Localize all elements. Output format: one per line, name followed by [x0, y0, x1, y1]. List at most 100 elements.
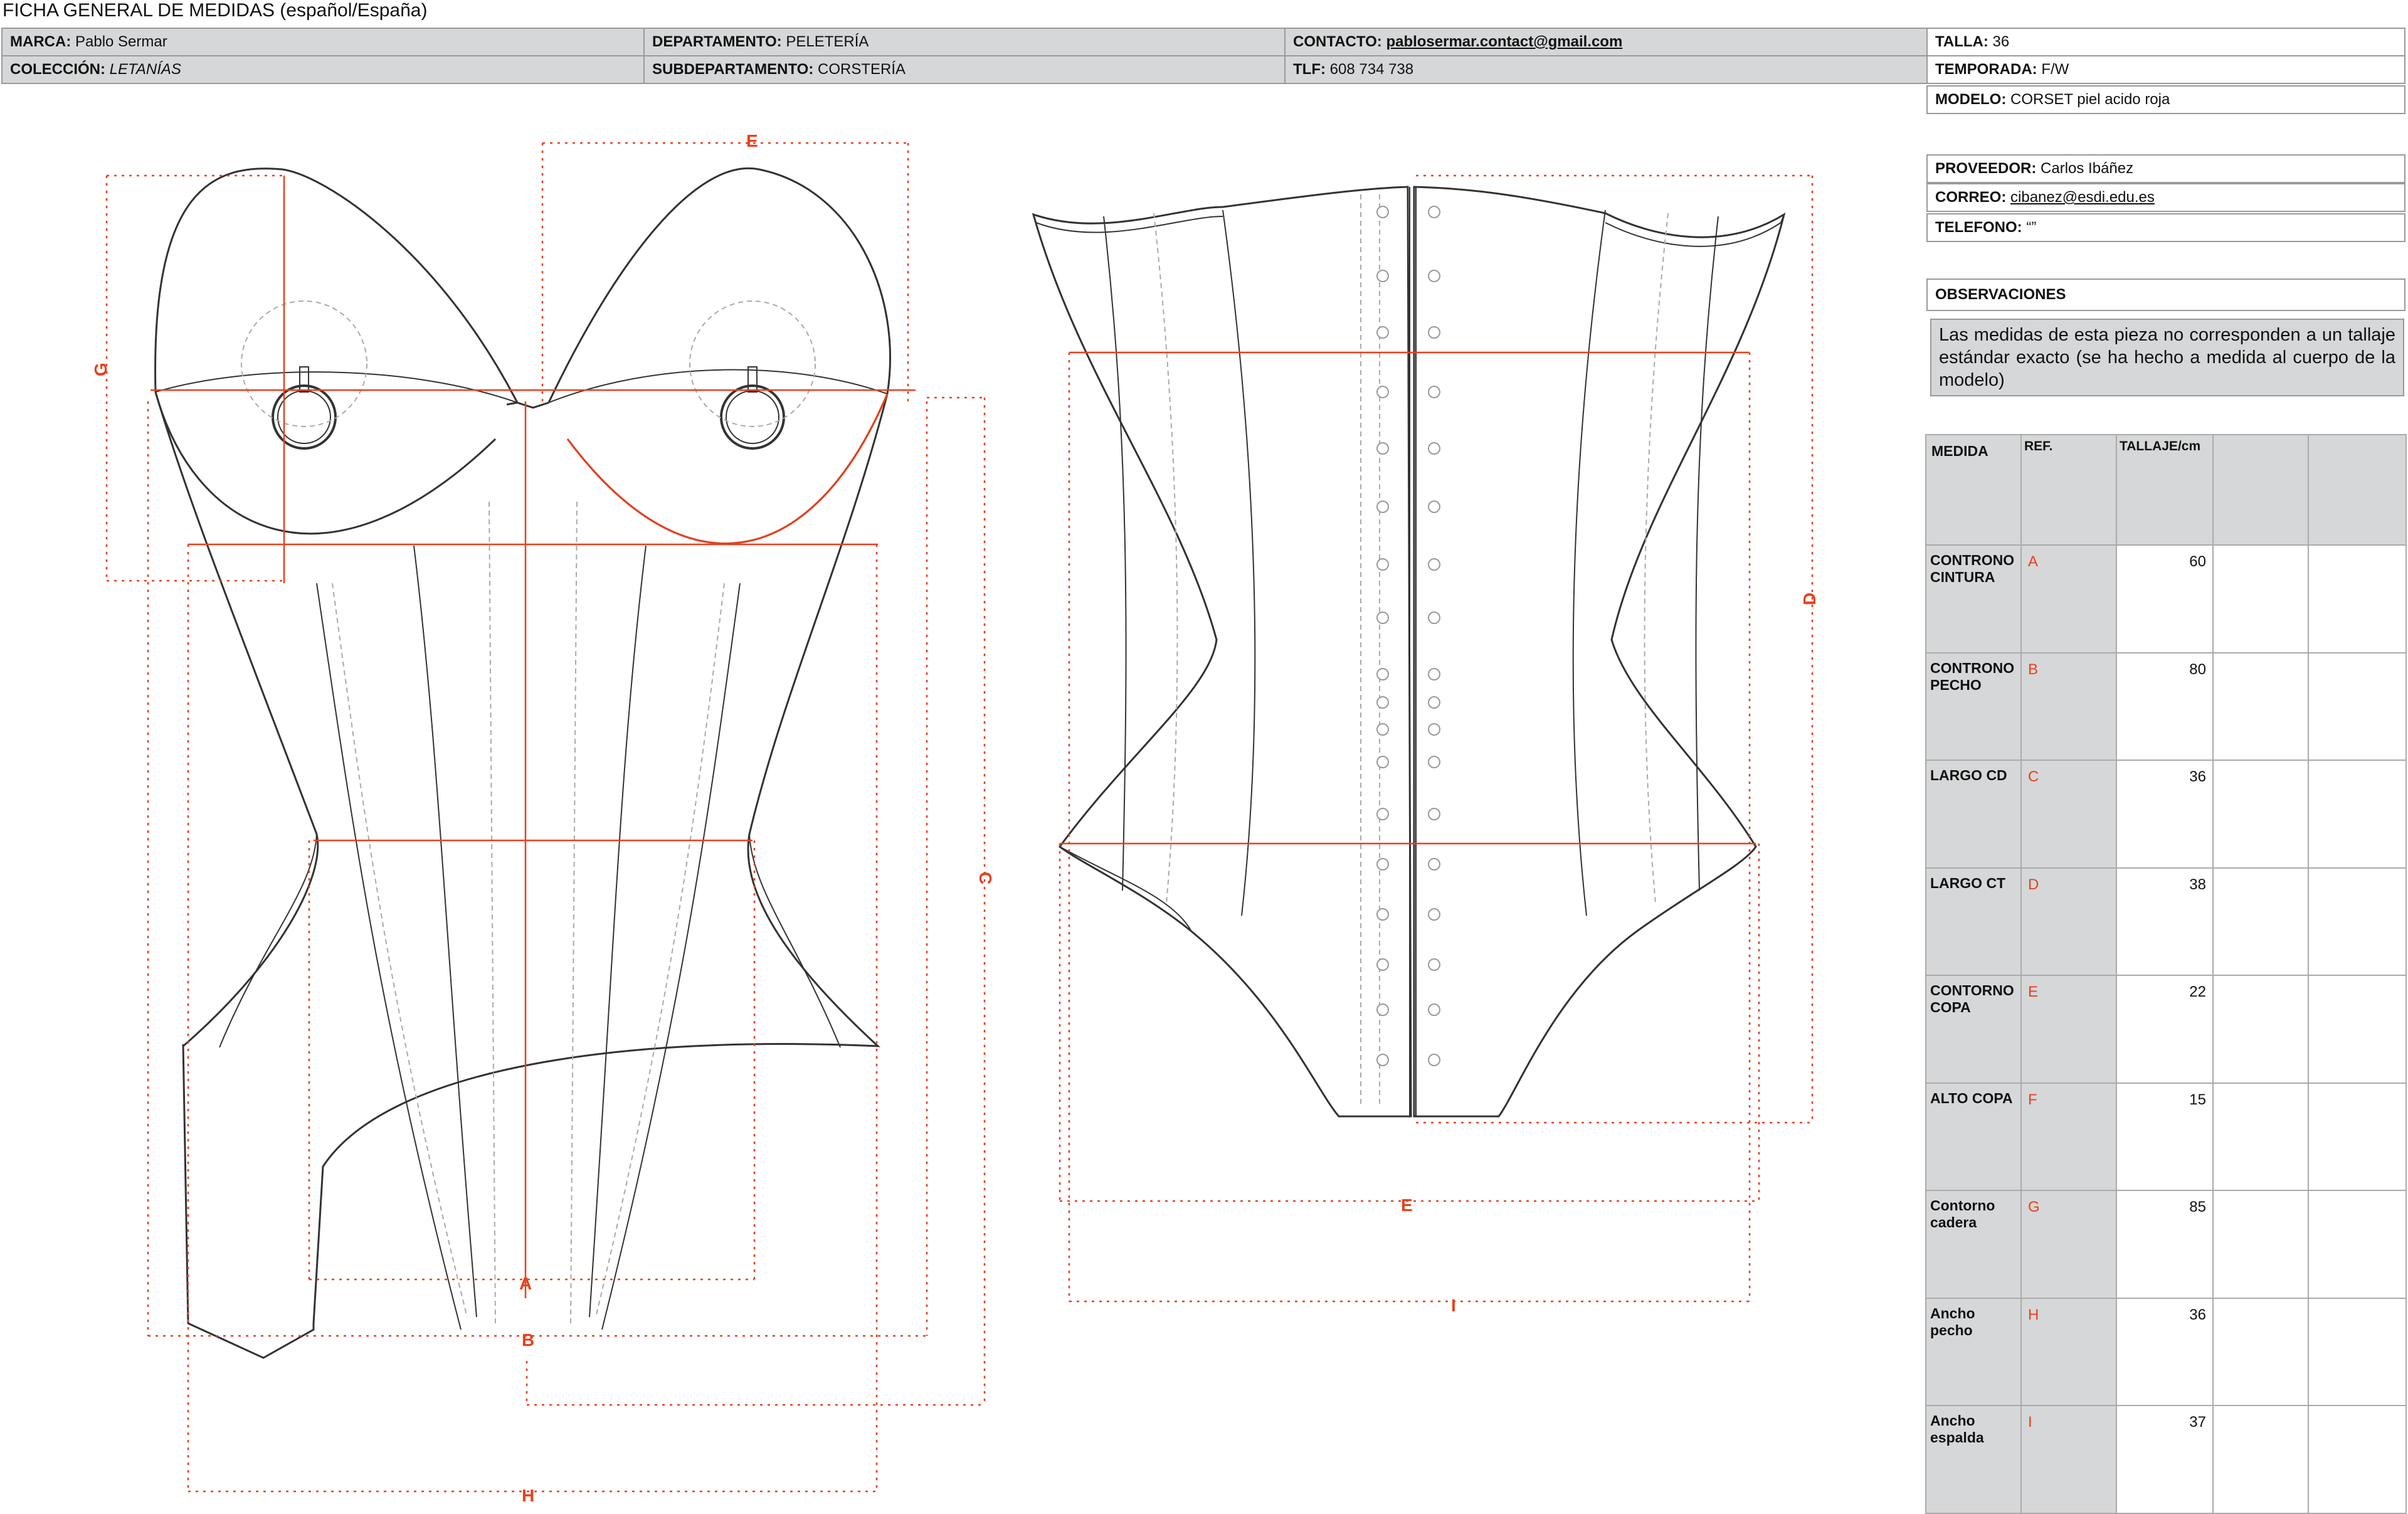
table-header-cell	[2020, 434, 2117, 546]
modelo-label: MODELO:	[1935, 91, 2007, 108]
table-row-medida: LARGO CD	[1930, 767, 2007, 783]
front-measure-lines	[105, 142, 986, 1493]
contacto-cell: CONTACTO: pablosermar.contact@gmail.com	[1284, 28, 1928, 56]
eyelet	[1428, 500, 1440, 513]
table-row-medida-cell	[1925, 1190, 2022, 1299]
table-row-medida: LARGO CT	[1930, 874, 2006, 891]
back-eyelets	[1376, 206, 1440, 1066]
table-row-empty-cell	[2212, 1190, 2309, 1299]
proveedor-cell: PROVEEDOR: Carlos Ibáñez	[1926, 154, 2405, 183]
table-row-ref: E	[2028, 983, 2039, 1000]
table-row-value: 38	[2189, 876, 2206, 893]
temporada-value: F/W	[2041, 61, 2069, 78]
talla-value: 36	[1992, 33, 2010, 50]
table-row-medida-cell	[1925, 1405, 2022, 1514]
eyelet	[1428, 206, 1440, 218]
label-h: H	[522, 1486, 534, 1505]
table-header-medida: MEDIDA	[1931, 443, 1988, 459]
eyelet	[1376, 1003, 1389, 1016]
table-header-tallaje: TALLAJE/cm	[2120, 439, 2201, 453]
table-row-ref: F	[2028, 1091, 2037, 1108]
eyelet	[1428, 958, 1440, 971]
departamento-cell: DEPARTAMENTO: PELETERÍA	[643, 28, 1286, 56]
temporada-label: TEMPORADA:	[1935, 61, 2037, 78]
departamento-value: PELETERÍA	[786, 33, 869, 50]
label-i: I	[1451, 1296, 1456, 1315]
modelo-value: CORSET piel acido roja	[2010, 91, 2170, 108]
marca-value: Pablo Sermar	[75, 33, 167, 50]
back-measure-labels: D E I	[1401, 593, 1819, 1315]
talla-label: TALLA:	[1935, 33, 1988, 50]
label-b: B	[522, 1330, 534, 1350]
table-row-empty-cell	[2212, 1082, 2309, 1191]
subdepartamento-cell: SUBDEPARTAMENTO: CORSTERÍA	[643, 55, 1286, 84]
table-row-ref: B	[2028, 660, 2039, 678]
label-d: D	[1800, 593, 1819, 605]
table-row-medida: ALTO COPA	[1930, 1089, 2013, 1106]
correo-email-link[interactable]: cibanez@esdi.edu.es	[2010, 189, 2155, 206]
eyelet	[1376, 326, 1389, 339]
table-row-ref: G	[2028, 1199, 2040, 1215]
table-row-empty-cell	[2212, 975, 2309, 1084]
talla-cell: TALLA: 36	[1926, 28, 2405, 56]
eyelet	[1428, 1003, 1440, 1016]
table-row-empty-cell	[2212, 544, 2309, 654]
coleccion-label: COLECCIÓN:	[10, 61, 105, 78]
eyelet	[1428, 723, 1440, 736]
table-row-empty-cell	[2212, 760, 2309, 869]
eyelet	[1376, 206, 1389, 218]
label-a: A	[519, 1274, 532, 1293]
table-row-ref-cell	[2020, 1297, 2117, 1406]
table-row-empty-cell	[2212, 867, 2309, 976]
correo-label: CORREO:	[1935, 189, 2007, 206]
subdepartamento-label: SUBDEPARTAMENTO:	[652, 61, 814, 78]
eyelet	[1376, 386, 1389, 398]
eyelet	[1428, 270, 1440, 282]
eyelet	[1376, 270, 1389, 282]
table-row-value: 85	[2189, 1199, 2206, 1215]
table-row-medida: Contorno cadera	[1930, 1197, 1995, 1231]
coleccion-cell: COLECCIÓN: LETANÍAS	[1, 55, 645, 84]
table-row-empty-cell	[2308, 975, 2407, 1084]
table-row-ref: D	[2028, 876, 2039, 893]
table-row-ref-cell	[2020, 652, 2117, 761]
eyelet	[1428, 858, 1440, 871]
telefono-label: TELEFONO:	[1935, 219, 2022, 236]
table-row-empty-cell	[2308, 1297, 2407, 1406]
marca-cell: MARCA: Pablo Sermar	[1, 28, 645, 56]
eyelet	[1376, 696, 1389, 709]
tlf-cell: TLF: 608 734 738	[1284, 55, 1928, 84]
label-g: G	[91, 363, 110, 376]
contacto-email-link[interactable]: pablosermar.contact@gmail.com	[1386, 33, 1623, 50]
eyelet	[1428, 558, 1440, 571]
label-e-front: E	[746, 131, 758, 151]
eyelet	[1428, 326, 1440, 339]
table-row-value: 22	[2189, 983, 2206, 1000]
table-row-ref: I	[2028, 1414, 2032, 1431]
table-row-medida: CONTORNO COPA	[1930, 982, 2014, 1015]
table-row-empty-cell	[2308, 760, 2407, 869]
eyelet	[1376, 756, 1389, 768]
table-row-medida-cell	[1925, 652, 2022, 761]
observaciones-label: OBSERVACIONES	[1935, 286, 2066, 303]
eyelet	[1376, 1054, 1389, 1066]
marca-label: MARCA:	[10, 33, 71, 50]
table-row-value: 15	[2189, 1091, 2206, 1108]
eyelet	[1428, 611, 1440, 624]
technical-drawings: E G A B C H D E	[91, 131, 1819, 1505]
eyelet	[1428, 756, 1440, 768]
back-view-drawing	[1032, 186, 1786, 1118]
eyelet	[1376, 442, 1389, 455]
eyelet	[1428, 442, 1440, 455]
table-row-empty-cell	[2308, 1405, 2407, 1514]
table-header-cell	[2308, 434, 2407, 546]
eyelet	[1428, 386, 1440, 398]
eyelet	[1376, 908, 1389, 921]
table-row-empty-cell	[2212, 1405, 2309, 1514]
table-row-empty-cell	[2212, 652, 2309, 761]
table-row-empty-cell	[2308, 1190, 2407, 1299]
front-measure-labels: E G A B C H	[91, 131, 995, 1505]
observaciones-header: OBSERVACIONES	[1926, 278, 2405, 311]
table-header-ref: REF.	[2024, 439, 2053, 453]
table-row-medida: CONTRONO CINTURA	[1930, 552, 2015, 585]
